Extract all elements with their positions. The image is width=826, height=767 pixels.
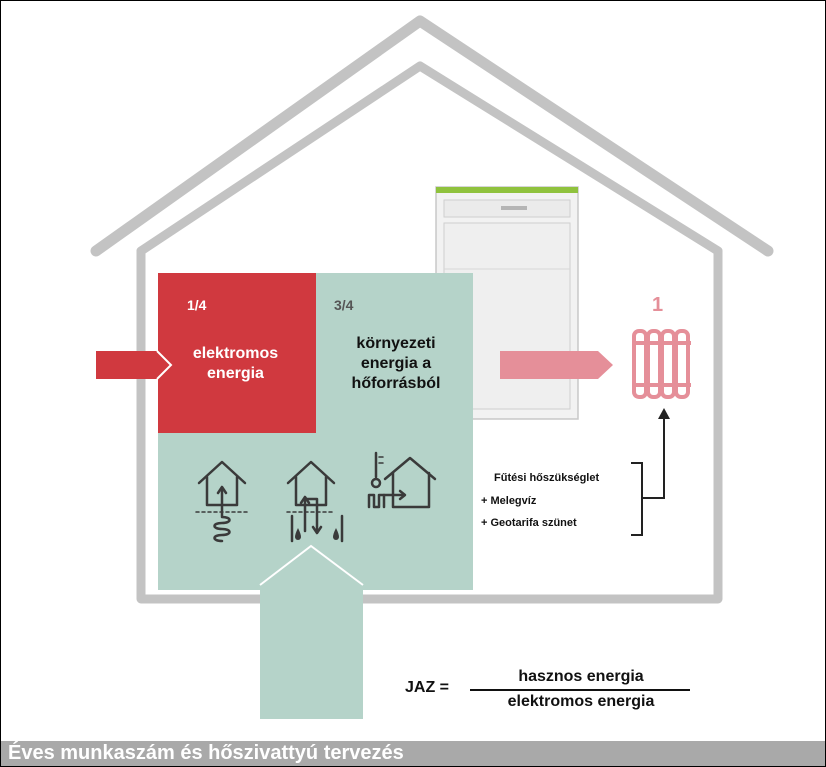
need-heating: Fűtési hőszükséglet: [494, 472, 600, 484]
formula-denominator: elektromos energia: [507, 693, 655, 710]
electric-label-line-2: energia: [207, 365, 264, 382]
environment-label-line-2: energia a: [360, 355, 432, 372]
environment-energy-label: környezeti energia a hőforrásból: [316, 334, 476, 394]
air-source-icon: [367, 451, 437, 509]
output-arrow: [500, 351, 613, 379]
arrow-up-icon: [658, 408, 670, 419]
diagram-canvas: [90, 15, 774, 719]
environment-input-arrow: [260, 546, 363, 719]
electric-energy-label: elektromos energia: [158, 344, 313, 384]
formula-lhs: JAZ =: [405, 679, 450, 696]
formula-numerator: hasznos energia: [518, 668, 644, 685]
environment-label-line-3: hőforrásból: [351, 375, 441, 392]
environment-fraction: 3/4: [334, 297, 354, 313]
drops-icon: [295, 528, 339, 540]
electric-fraction: 1/4: [187, 297, 207, 313]
electric-label-line-1: elektromos: [192, 345, 279, 362]
groundwater-source-icon: [286, 460, 344, 543]
need-hot-water: + Melegvíz: [481, 495, 537, 507]
environment-energy-block: [158, 273, 473, 590]
ground-source-icon: [195, 460, 250, 543]
need-geotariff-break: + Geotarifa szünet: [481, 517, 577, 529]
electric-energy-block: [158, 273, 316, 433]
radiator-icon: [632, 329, 691, 399]
house-outline: [90, 15, 774, 604]
output-value: 1: [652, 294, 664, 316]
environment-label-line-1: környezeti: [356, 335, 436, 352]
heat-demand-bracket: [631, 416, 665, 536]
footer-bar: Éves munkaszám és hőszivattyú tervezés: [1, 741, 825, 766]
fraction-bar: [470, 689, 690, 691]
electric-input-arrow: [96, 351, 171, 379]
footer-title: Éves munkaszám és hőszivattyú tervezés: [8, 742, 404, 764]
